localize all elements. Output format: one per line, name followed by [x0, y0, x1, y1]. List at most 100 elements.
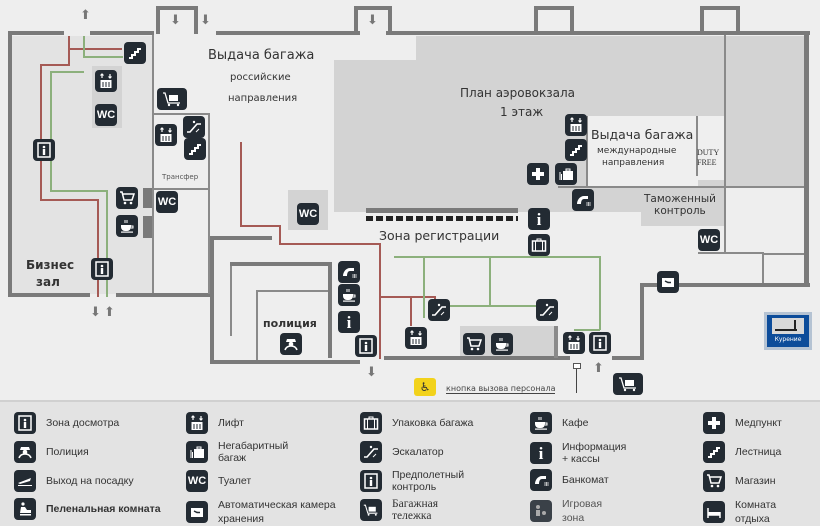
legend-line: Предполетный: [392, 469, 465, 481]
route-red-10: [279, 243, 380, 245]
wall-lounge-right: [152, 35, 154, 293]
route-red-1: [68, 36, 70, 64]
cafe-icon[interactable]: [491, 333, 513, 355]
baggage-wrapping-icon[interactable]: [528, 234, 550, 256]
wall-intl-bottom: [558, 186, 804, 188]
route-green-8: [423, 256, 425, 318]
legend-label: Информация+ кассы: [562, 441, 626, 465]
bump-1: [156, 6, 160, 34]
elevator-icon[interactable]: [563, 332, 585, 354]
wc-text: WC: [298, 207, 318, 220]
info-text: i: [536, 209, 542, 229]
wall-customs-lower: [698, 252, 764, 254]
police-icon: [14, 441, 36, 463]
oversized-baggage-icon[interactable]: [555, 163, 577, 185]
call-button-marker[interactable]: [573, 363, 581, 369]
wc-icon[interactable]: WC: [156, 191, 178, 213]
smoking-area-sign[interactable]: Курение: [764, 312, 812, 350]
entrance-arrow-down-3: ⬇: [367, 13, 378, 28]
atm-icon[interactable]: [572, 189, 594, 211]
cafe-icon[interactable]: [116, 215, 138, 237]
baggage-intl-label-2: международные: [597, 146, 677, 156]
wc-text: WC: [187, 474, 207, 487]
route-green-12: [574, 329, 600, 331]
escalator-icon[interactable]: [183, 116, 205, 138]
security-frame-icon: [14, 412, 36, 434]
security-frame-icon[interactable]: [91, 258, 113, 280]
elevator-icon[interactable]: [405, 327, 427, 349]
legend-label: Зона досмотра: [46, 417, 120, 429]
wall-right-lower: [762, 253, 804, 255]
legend-line: тележка: [392, 510, 432, 522]
legend-line: + кассы: [562, 453, 600, 465]
wc-icon[interactable]: WC: [698, 229, 720, 251]
security-frame-icon[interactable]: [355, 335, 377, 357]
legend-item-security: Зона досмотра: [14, 412, 119, 434]
shop-icon[interactable]: [116, 187, 138, 209]
bump-4b: [700, 6, 740, 10]
security-frame-icon[interactable]: [33, 139, 55, 161]
wall-top-2: [90, 31, 154, 35]
atm-icon[interactable]: [338, 261, 360, 283]
cafe-icon[interactable]: [338, 284, 360, 306]
wc-icon[interactable]: WC: [297, 203, 319, 225]
info-icon[interactable]: i: [338, 311, 360, 333]
wheelchair-call-icon[interactable]: ♿: [414, 378, 436, 396]
arrow-down-lounge: ⬇: [90, 305, 101, 320]
wall-shop-stub2: [143, 216, 152, 238]
wc-icon[interactable]: WC: [95, 104, 117, 126]
baggage-wrapping-icon: [360, 412, 382, 434]
call-button-pointer: [576, 369, 577, 393]
bump-2: [354, 6, 358, 34]
wc-text: WC: [157, 195, 177, 208]
wall-police-inner1: [230, 264, 232, 336]
arrow-down-police: ⬇: [366, 365, 377, 380]
stairs-icon[interactable]: [184, 138, 206, 160]
security-frame-icon[interactable]: [589, 332, 611, 354]
legend-label: Банкомат: [562, 474, 609, 486]
legend-item-escalator: Эскалатор: [360, 441, 444, 463]
elevator-icon[interactable]: [95, 70, 117, 92]
route-green-2: [83, 56, 123, 58]
bump-2c: [388, 6, 392, 34]
route-red-4: [40, 64, 42, 200]
legend: Зона досмотра Полиция Выход на посадку П…: [0, 400, 820, 526]
bump-1b: [156, 6, 198, 10]
baggage-trolley-icon[interactable]: [157, 88, 187, 110]
escalator-icon[interactable]: [536, 299, 558, 321]
legend-label: Магазин: [735, 475, 776, 487]
info-icon[interactable]: i: [528, 208, 550, 230]
legend-label: Лифт: [218, 417, 244, 429]
first-aid-icon[interactable]: [527, 163, 549, 185]
shop-icon[interactable]: [463, 333, 485, 355]
elevator-icon[interactable]: [155, 124, 177, 146]
duty-free-label-2: FREE: [697, 158, 717, 167]
arrow-up-lounge: ⬆: [104, 305, 115, 320]
police-icon[interactable]: [280, 333, 302, 355]
legend-line: отдыха: [735, 513, 770, 525]
route-green-3: [50, 71, 84, 73]
wall-transfer-bottom: [152, 188, 210, 190]
customs-label-2: контроль: [654, 205, 706, 217]
duty-free-room: [698, 116, 726, 180]
baggage-trolley-icon[interactable]: [613, 373, 643, 395]
preflight-control-icon: [360, 470, 382, 492]
route-red-6: [97, 199, 99, 297]
baggage-domestic-label-2: российские: [230, 72, 291, 83]
smoking-label: Курение: [774, 336, 802, 343]
escalator-icon[interactable]: [428, 299, 450, 321]
legend-item-first-aid: Медпункт: [703, 412, 782, 434]
stairs-icon[interactable]: [124, 42, 146, 64]
rest-room-icon: [703, 501, 725, 523]
legend-label: Пеленальная комната: [46, 503, 161, 515]
wc-icon: WC: [186, 470, 208, 492]
luggage-locker-icon[interactable]: [657, 271, 679, 293]
stairs-icon[interactable]: [565, 139, 587, 161]
elevator-icon[interactable]: [565, 114, 587, 136]
intl-baggage-room: [588, 116, 698, 186]
exit-arrow-up-top: ⬆: [80, 8, 91, 23]
